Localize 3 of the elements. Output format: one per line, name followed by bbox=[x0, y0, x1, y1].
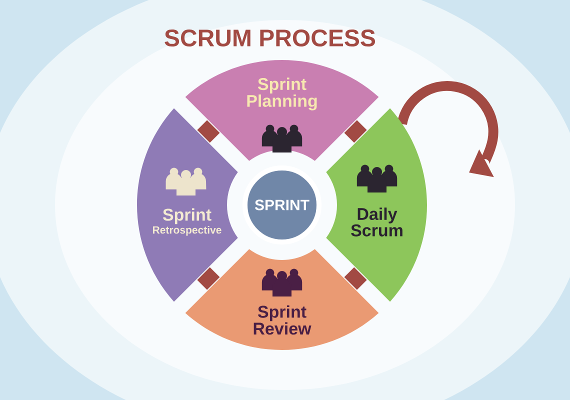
segment: Daily Scrum bbox=[326, 108, 427, 302]
segment: Sprint Retrospective bbox=[137, 108, 238, 302]
title: SCRUM PROCESS bbox=[164, 30, 376, 46]
